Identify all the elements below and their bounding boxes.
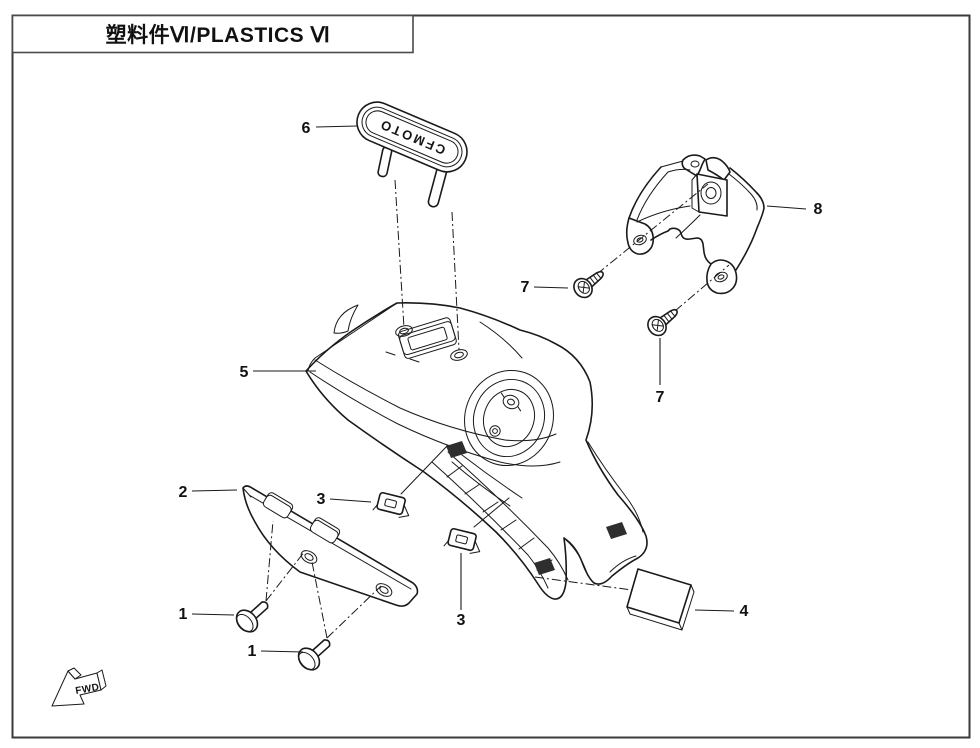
clip-seat-1 xyxy=(446,441,467,458)
part-6-badge: CFMOTO xyxy=(356,101,468,208)
fwd-label: FWD xyxy=(75,682,101,697)
badge-peg-left xyxy=(377,146,393,178)
tail-drum xyxy=(464,369,554,467)
part-1-screw-right xyxy=(297,639,331,671)
page-border xyxy=(11,14,971,739)
callout-6: 6 xyxy=(302,120,311,137)
callout-7a: 7 xyxy=(521,279,530,296)
page-title: 塑料件Ⅵ/PLASTICS Ⅵ xyxy=(106,24,331,47)
badge-hole-right xyxy=(450,349,468,361)
part-7-screw-lower xyxy=(647,308,678,337)
callout-8: 8 xyxy=(814,201,823,218)
plate-slot xyxy=(397,317,457,359)
callout-3b: 3 xyxy=(457,612,466,629)
alignment-lines xyxy=(265,179,730,639)
clip-seat-2 xyxy=(606,522,627,539)
callout-4: 4 xyxy=(740,603,749,620)
part-1-screw-left xyxy=(235,601,269,633)
clip-seat-3 xyxy=(534,558,555,575)
callout-1a: 1 xyxy=(179,606,188,623)
fwd-direction-marker: FWD xyxy=(51,667,107,707)
part-8-bracket xyxy=(625,154,765,295)
callout-2: 2 xyxy=(179,484,188,501)
callout-1b: 1 xyxy=(248,643,257,660)
part-4-pad xyxy=(626,568,695,631)
part-3-clip-upper xyxy=(372,491,410,518)
part-3-clip-lower xyxy=(443,527,481,554)
badge-hole-left xyxy=(395,325,413,337)
callout-7b: 7 xyxy=(656,389,665,406)
callout-5: 5 xyxy=(240,364,249,381)
callouts: 6 8 7 7 5 2 3 3 1 1 4 xyxy=(179,120,823,660)
part-2-side-plate xyxy=(242,485,419,607)
part-5-tail-body xyxy=(305,302,648,600)
title-box xyxy=(11,14,414,54)
callout-3a: 3 xyxy=(317,491,326,508)
part-7-screw-upper xyxy=(573,270,604,299)
